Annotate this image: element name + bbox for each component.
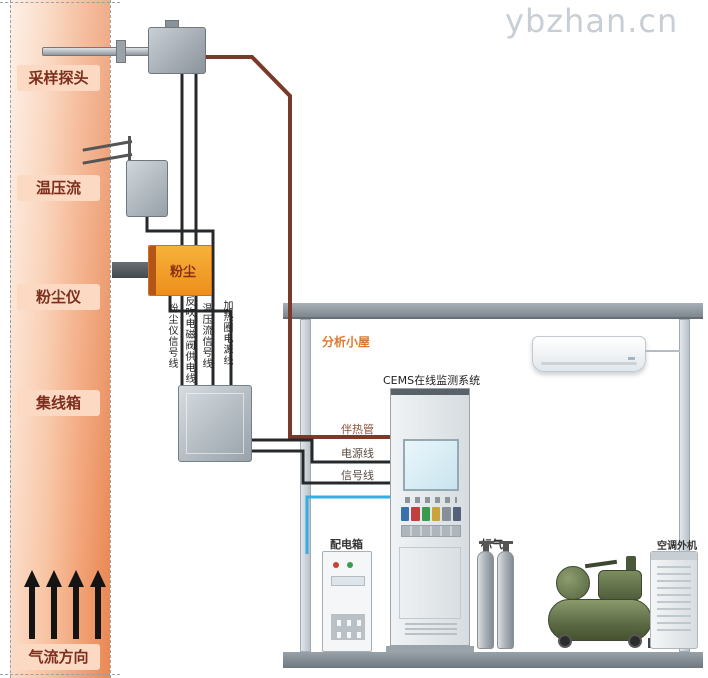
cable-label-temp-flow-signal: 温压流信号线 — [200, 303, 211, 369]
junction-box-door — [186, 393, 244, 454]
sampling-probe-rod — [42, 47, 154, 56]
stack-edge-line-bottom — [0, 674, 120, 675]
stack-edge-line-right — [110, 0, 111, 678]
watermark-text: ybzhan.cn — [505, 2, 679, 40]
airflow-arrow — [68, 570, 84, 639]
label-temp-press-flow: 温压流 — [17, 175, 100, 201]
cabinet-lower-door — [399, 547, 461, 619]
label-airflow-direction: 气流方向 — [17, 644, 100, 670]
compressor-wheel — [628, 634, 642, 648]
cems-cabinet — [390, 388, 470, 646]
cems-screen — [403, 439, 459, 491]
airflow-arrow — [24, 570, 40, 639]
temp-flow-stem — [128, 136, 131, 162]
label-ac-outdoor-unit: 空调外机 — [657, 541, 697, 552]
label-signal-line: 信号线 — [341, 469, 374, 482]
label-heat-trace-pipe: 伴热管 — [341, 423, 374, 436]
airflow-arrow — [90, 570, 106, 639]
airflow-arrow — [46, 570, 62, 639]
ac-vent — [541, 362, 637, 365]
dust-meter-text: 粉尘 — [169, 265, 196, 280]
compressor-pump — [598, 570, 642, 600]
breaker-grid — [331, 614, 365, 640]
sampling-probe-box — [148, 27, 206, 74]
compressor-pipe — [584, 559, 618, 569]
indicator-red — [333, 562, 339, 568]
cylinder-handle — [479, 541, 493, 544]
cylinder-valve — [483, 541, 489, 552]
ac-outdoor-unit — [650, 551, 698, 649]
gas-cylinder — [497, 551, 514, 649]
junction-box-device — [178, 385, 252, 462]
temp-flow-sensor-box — [126, 160, 168, 217]
shelter-left-post — [300, 319, 311, 652]
cylinder-handle — [499, 541, 513, 544]
ac-outdoor-grille — [657, 566, 691, 636]
ac-outdoor-cap — [651, 552, 697, 560]
chimney-stack — [0, 0, 120, 678]
cems-cabinet-base — [386, 646, 474, 653]
cabinet-vents — [405, 623, 457, 637]
stack-edge-line-top — [0, 2, 120, 3]
gas-cylinder — [477, 551, 494, 649]
dust-meter-device: 粉尘 — [148, 245, 212, 296]
cable-label-heater-power: 加热圈电源线 — [221, 300, 232, 366]
cable-label-dust-signal: 粉尘仪信号线 — [166, 303, 177, 369]
shelter-right-post — [679, 319, 690, 652]
indicator-green — [347, 562, 353, 568]
cems-analyzer-modules — [401, 507, 461, 521]
label-sampling-probe: 采样探头 — [17, 65, 100, 91]
dust-meter-mount — [112, 262, 150, 278]
label-power-distribution-box: 配电箱 — [330, 538, 363, 551]
air-conditioner-indoor-unit — [532, 336, 646, 372]
meter-display — [331, 576, 365, 586]
compressor-intake — [626, 556, 636, 572]
cabinet-top-strip — [391, 389, 469, 395]
ac-refrigerant-pipe — [645, 350, 680, 352]
shelter-title: 分析小屋 — [322, 335, 371, 349]
compressor-wheel — [558, 634, 572, 648]
cems-buttons — [405, 497, 457, 503]
cems-module-row — [401, 525, 461, 537]
stack-edge-line-left — [10, 0, 11, 678]
dust-meter-edge — [149, 246, 156, 295]
ac-indicator — [628, 357, 635, 360]
sampling-probe-flange — [116, 40, 126, 63]
stack-body — [10, 0, 110, 678]
cable-label-blowback-power: 反吹电磁阀供电线 — [183, 296, 194, 384]
cylinder-valve — [503, 541, 509, 552]
label-power-line: 电源线 — [341, 447, 374, 460]
label-junction-box: 集线箱 — [17, 390, 100, 416]
shelter-floor — [283, 652, 703, 668]
shelter-roof — [283, 303, 703, 319]
cems-system-title: CEMS在线监测系统 — [383, 374, 481, 387]
compressor-motor — [556, 566, 590, 600]
power-distribution-box — [322, 551, 372, 652]
label-dust-meter: 粉尘仪 — [17, 284, 100, 310]
